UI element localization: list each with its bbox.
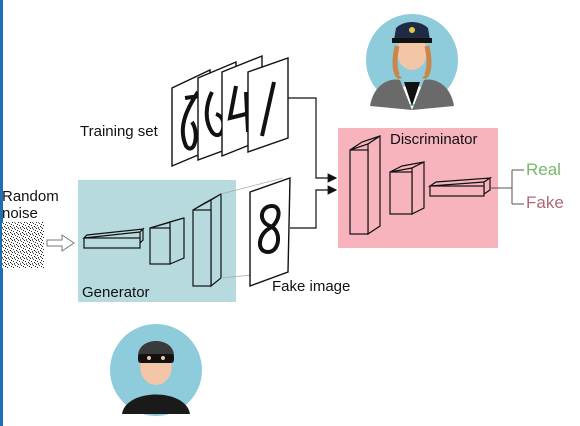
fake-image-card xyxy=(249,177,291,288)
police-officer-icon xyxy=(366,14,458,110)
discriminator-layer-3 xyxy=(427,176,493,197)
training-card-4 xyxy=(247,57,289,153)
fake-image-label: Fake image xyxy=(272,278,350,295)
output-bracket xyxy=(490,169,524,205)
fake-to-discriminator-arrow xyxy=(290,185,338,229)
discriminator-layer-2 xyxy=(389,161,425,215)
fake-output-label: Fake xyxy=(526,193,564,212)
generator-layer-2 xyxy=(149,217,185,265)
generator-layer-1 xyxy=(82,227,145,249)
random-noise-label-line2: noise xyxy=(2,205,38,222)
left-accent-strip xyxy=(0,0,3,426)
noise-input-arrow xyxy=(46,234,75,252)
real-output-label: Real xyxy=(526,160,561,179)
training-set-stack xyxy=(171,54,289,168)
digit-eight-glyph xyxy=(258,203,281,255)
discriminator-label: Discriminator xyxy=(390,131,478,148)
projection-line-top xyxy=(220,177,284,195)
training-set-label: Training set xyxy=(80,123,159,140)
masked-thief-icon xyxy=(110,324,202,416)
random-noise-patch xyxy=(2,222,44,268)
training-to-discriminator-arrow xyxy=(288,97,338,183)
discriminator-layer-1 xyxy=(349,134,381,236)
generator-label: Generator xyxy=(82,284,150,301)
random-noise-label-line1: Random xyxy=(2,188,59,205)
